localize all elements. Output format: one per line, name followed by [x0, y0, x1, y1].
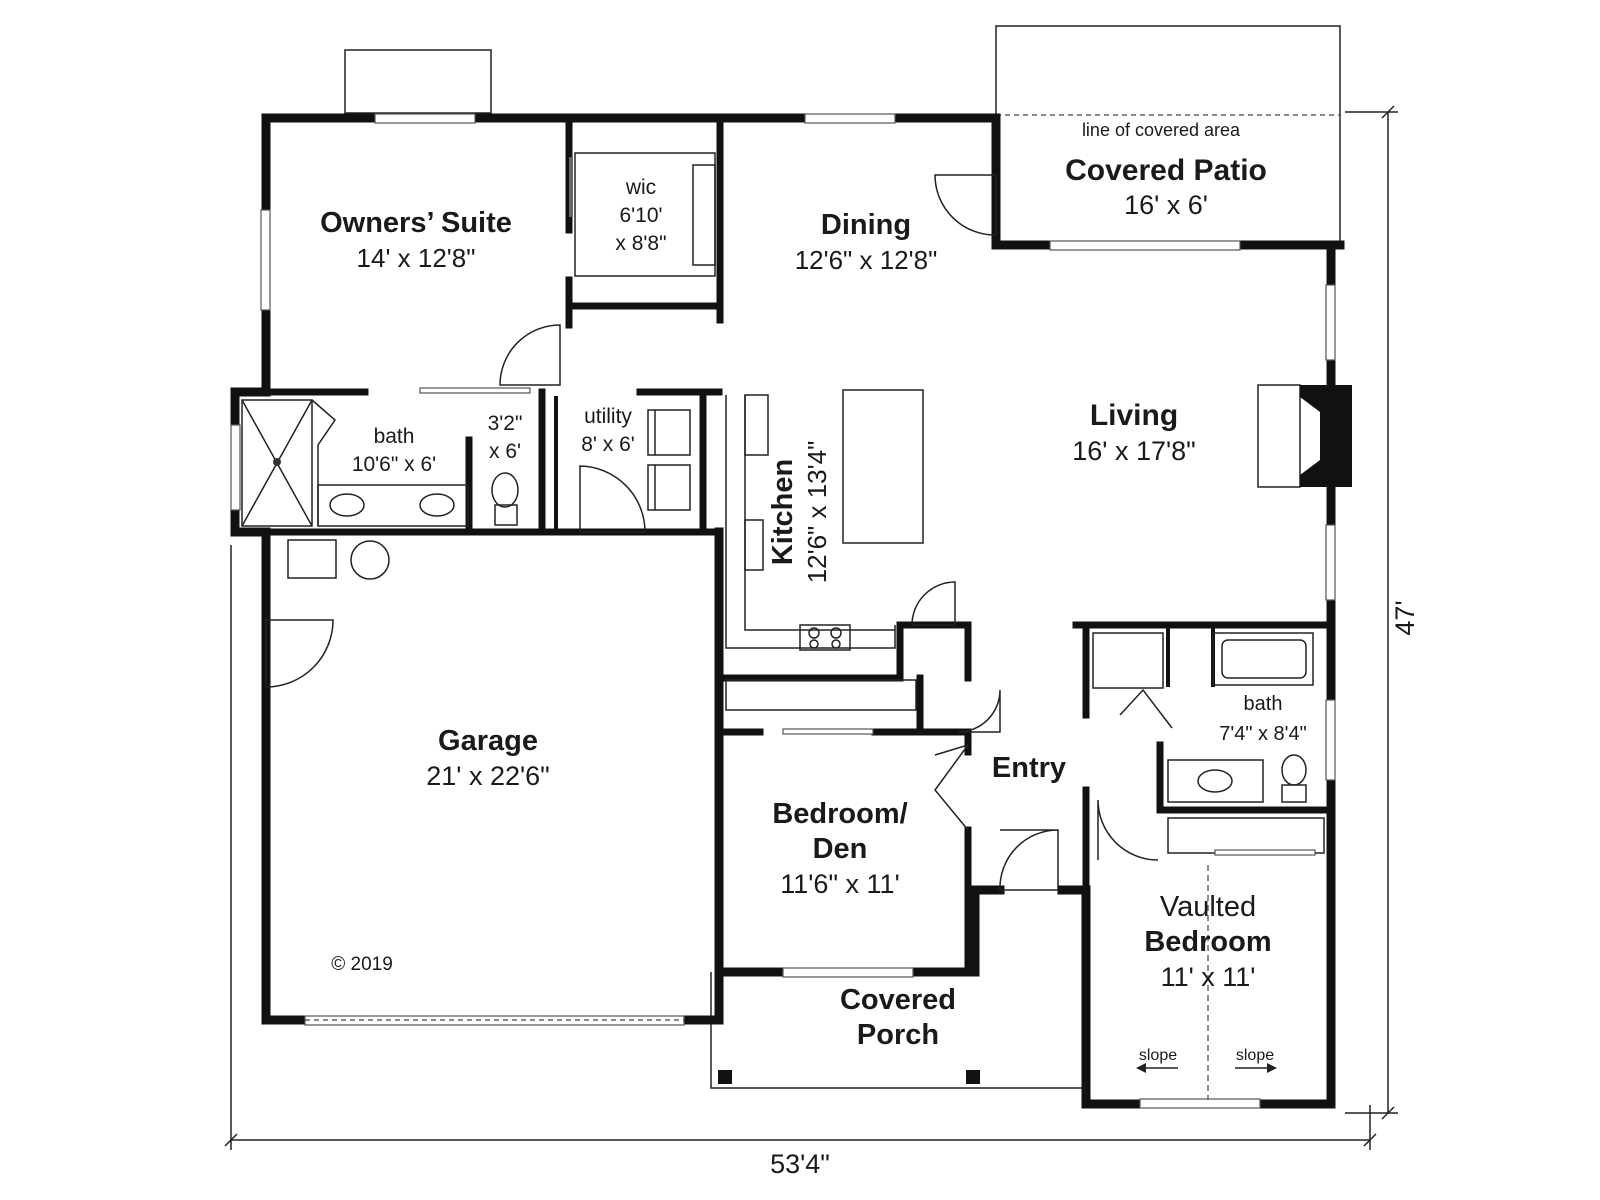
bath-2-name: bath	[1244, 693, 1283, 715]
depth-dimension: 47'	[1390, 600, 1420, 635]
covered-area-note: line of covered area	[1082, 120, 1241, 140]
window	[804, 113, 896, 124]
windows	[230, 113, 1336, 1109]
shower	[241, 399, 313, 527]
sink	[1197, 769, 1233, 793]
toilet	[1281, 754, 1307, 786]
kitchen-island	[842, 389, 924, 544]
garage-entry-door	[265, 619, 334, 688]
wc-size-1: 3'2"	[488, 412, 523, 435]
bedroom-den-name-1: Bedroom/	[772, 798, 907, 830]
refrigerator	[744, 394, 769, 456]
covered-patio-size: 16' x 6'	[1124, 190, 1208, 220]
utility-size: 8' x 6'	[581, 433, 635, 456]
bedroom-door	[1097, 799, 1159, 861]
bath-door	[1119, 688, 1173, 729]
fireplace	[1300, 385, 1352, 487]
window	[1325, 284, 1336, 361]
dryer	[647, 464, 691, 511]
owners-suite-name: Owners’ Suite	[320, 207, 512, 239]
window	[260, 209, 271, 311]
counter	[725, 395, 896, 649]
wic-size-1: 6'10'	[619, 204, 662, 227]
covered-porch-name-2: Porch	[857, 1019, 939, 1051]
utility-door	[579, 465, 646, 533]
wic-name: wic	[625, 176, 656, 199]
wc-size-2: x 6'	[489, 440, 521, 463]
sink	[419, 493, 455, 517]
vaulted-bedroom-size: 11' x 11'	[1161, 962, 1256, 992]
living-size: 16' x 17'8"	[1072, 436, 1195, 466]
vanity	[317, 484, 469, 527]
covered-patio-name: Covered Patio	[1065, 154, 1267, 187]
bathtub	[1212, 632, 1314, 686]
window	[782, 967, 914, 978]
porch-post	[966, 1070, 980, 1084]
doors	[265, 157, 1209, 1100]
dining-size: 12'6" x 12'8"	[795, 245, 938, 275]
master-bath-size: 10'6" x 6'	[352, 453, 436, 476]
bedroom-den-name-2: Den	[813, 833, 868, 865]
window	[1049, 240, 1241, 251]
window	[1139, 1098, 1261, 1109]
closet-door	[957, 689, 1001, 733]
vaulted-bedroom-name-2: Bedroom	[1144, 926, 1271, 958]
toilet	[491, 472, 519, 508]
copyright: © 2019	[331, 954, 393, 975]
width-dimension: 53'4"	[770, 1149, 830, 1179]
wic-size-2: x 8'8"	[615, 232, 666, 255]
slope-arrow-right	[1267, 1063, 1277, 1073]
bath-2-size: 7'4" x 8'4"	[1219, 723, 1306, 745]
dimension-lines	[224, 105, 1398, 1150]
labels: Owners’ Suite 14' x 12'8" wic 6'10' x 8'…	[320, 120, 1420, 1179]
bedroom-den-size: 11'6" x 11'	[780, 869, 899, 899]
slope-label-left: slope	[1139, 1047, 1177, 1064]
garage-name: Garage	[438, 725, 538, 757]
washer	[647, 409, 691, 456]
hearth	[1257, 384, 1301, 488]
window	[1325, 699, 1336, 781]
patio-door	[934, 174, 997, 236]
owners-suite-size: 14' x 12'8"	[357, 243, 476, 273]
pantry-door	[911, 581, 956, 626]
front-door	[999, 829, 1059, 891]
slope-label-right: slope	[1236, 1047, 1274, 1064]
porch-post	[718, 1070, 732, 1084]
fixtures	[241, 152, 1352, 856]
kitchen-size: 12'6" x 13'4"	[802, 441, 832, 584]
bifold-door	[934, 743, 970, 831]
vanity	[1167, 759, 1264, 803]
window	[1325, 524, 1336, 601]
water-heater	[287, 539, 337, 579]
suite-door	[499, 324, 561, 386]
utility-name: utility	[584, 405, 632, 428]
window	[374, 113, 476, 124]
covered-porch-name-1: Covered	[840, 984, 956, 1016]
entry-name: Entry	[992, 752, 1066, 784]
range	[799, 624, 851, 651]
garage-size: 21' x 22'6"	[426, 761, 549, 791]
window	[230, 424, 241, 511]
dining-name: Dining	[821, 209, 911, 241]
tank	[350, 540, 390, 580]
kitchen-sink	[744, 519, 764, 571]
living-name: Living	[1090, 399, 1178, 432]
sink	[329, 493, 365, 517]
slope-arrow-left	[1136, 1063, 1146, 1073]
vaulted-bedroom-name-1: Vaulted	[1160, 891, 1256, 923]
kitchen-name: Kitchen	[767, 459, 799, 565]
master-bath-name: bath	[374, 425, 415, 448]
outline-lines	[344, 25, 1341, 1089]
